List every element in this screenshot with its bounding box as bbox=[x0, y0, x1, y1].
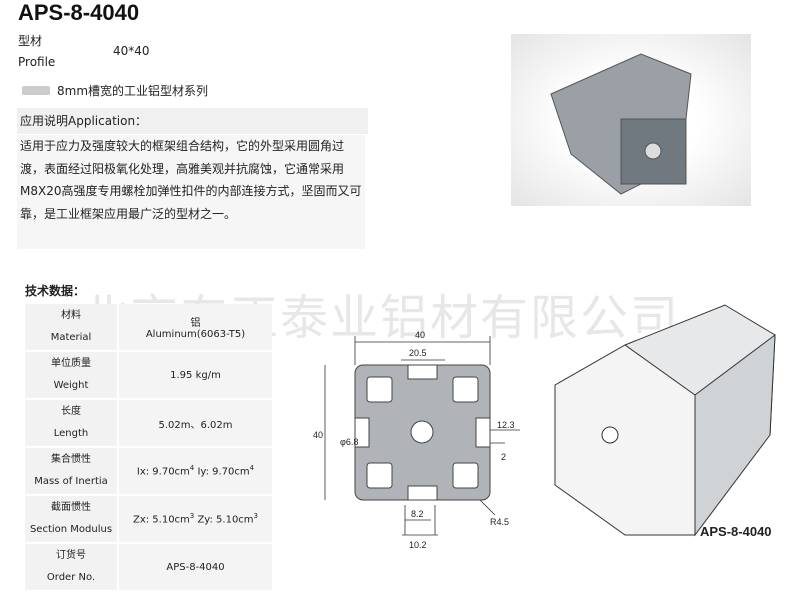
label-cn: 单位质量 bbox=[51, 358, 91, 369]
zx: Zx: 5.10cm bbox=[132, 514, 190, 526]
profile-3d-render bbox=[554, 304, 776, 537]
value: 1.95 kg/m bbox=[117, 352, 272, 398]
iy: Iy: 9.70cm bbox=[197, 466, 250, 478]
table-row: 订货号 Order No. APS-8-4040 bbox=[25, 544, 272, 590]
label-cn: 长度 bbox=[61, 406, 81, 417]
render-label: APS-8-4040 bbox=[700, 524, 772, 539]
exp: 3 bbox=[253, 512, 259, 521]
dim-radius: R4.5 bbox=[490, 517, 509, 527]
label-en: Weight bbox=[53, 380, 89, 391]
product-photo bbox=[511, 34, 751, 206]
label-cn: 截面惯性 bbox=[51, 502, 91, 513]
exp: 3 bbox=[189, 512, 195, 521]
tech-heading: 技术数据： bbox=[25, 284, 86, 298]
profile-label-en: Profile bbox=[18, 55, 56, 69]
page-title: APS-8-4040 bbox=[18, 0, 140, 25]
label-cn: 集合惯性 bbox=[51, 454, 91, 465]
exp: 4 bbox=[249, 464, 255, 473]
value-cn: 铝 bbox=[190, 318, 201, 329]
dim-height: 40 bbox=[313, 430, 323, 440]
application-body: 适用于应力及强度较大的框架组合结构，它的外型采用圆角过渡，表面经过阳极氧化处理，… bbox=[17, 135, 365, 249]
profile-value: 40*40 bbox=[113, 44, 150, 58]
profile-label-cn: 型材 bbox=[18, 34, 43, 48]
dim-width: 40 bbox=[415, 330, 425, 340]
dim-d1: 12.3 bbox=[497, 420, 515, 430]
dim-hole: φ6.8 bbox=[340, 437, 358, 447]
label-cn: 材料 bbox=[61, 310, 81, 321]
value: 5.02m、6.02m bbox=[117, 400, 272, 446]
label-en: Length bbox=[53, 428, 89, 439]
application-heading: 应用说明Application： bbox=[17, 108, 368, 134]
dim-slot: 20.5 bbox=[409, 348, 427, 358]
slot-profile-icon bbox=[22, 86, 50, 95]
label-en: Mass of Inertia bbox=[34, 476, 108, 487]
zy: Zy: 5.10cm bbox=[197, 514, 254, 526]
exp: 4 bbox=[189, 464, 195, 473]
dim-d2: 2 bbox=[501, 452, 506, 462]
dim-s2: 10.2 bbox=[409, 540, 427, 550]
label-en: Material bbox=[50, 332, 92, 343]
dim-s1: 8.2 bbox=[411, 509, 424, 519]
table-row: 长度 Length 5.02m、6.02m bbox=[25, 400, 272, 446]
value: Aluminum(6063-T5) bbox=[145, 329, 246, 340]
value: APS-8-4040 bbox=[117, 544, 272, 590]
ix: Ix: 9.70cm bbox=[136, 466, 190, 478]
label-en: Section Modulus bbox=[29, 524, 113, 535]
label-en: Order No. bbox=[46, 572, 96, 583]
table-row: 单位质量 Weight 1.95 kg/m bbox=[25, 352, 272, 398]
cross-section-drawing: 40 20.5 40 φ6.8 12.3 2 R4.5 8.2 10.2 bbox=[313, 330, 520, 550]
label-cn: 订货号 bbox=[56, 550, 86, 561]
series-text: 8mm槽宽的工业铝型材系列 bbox=[57, 84, 209, 98]
